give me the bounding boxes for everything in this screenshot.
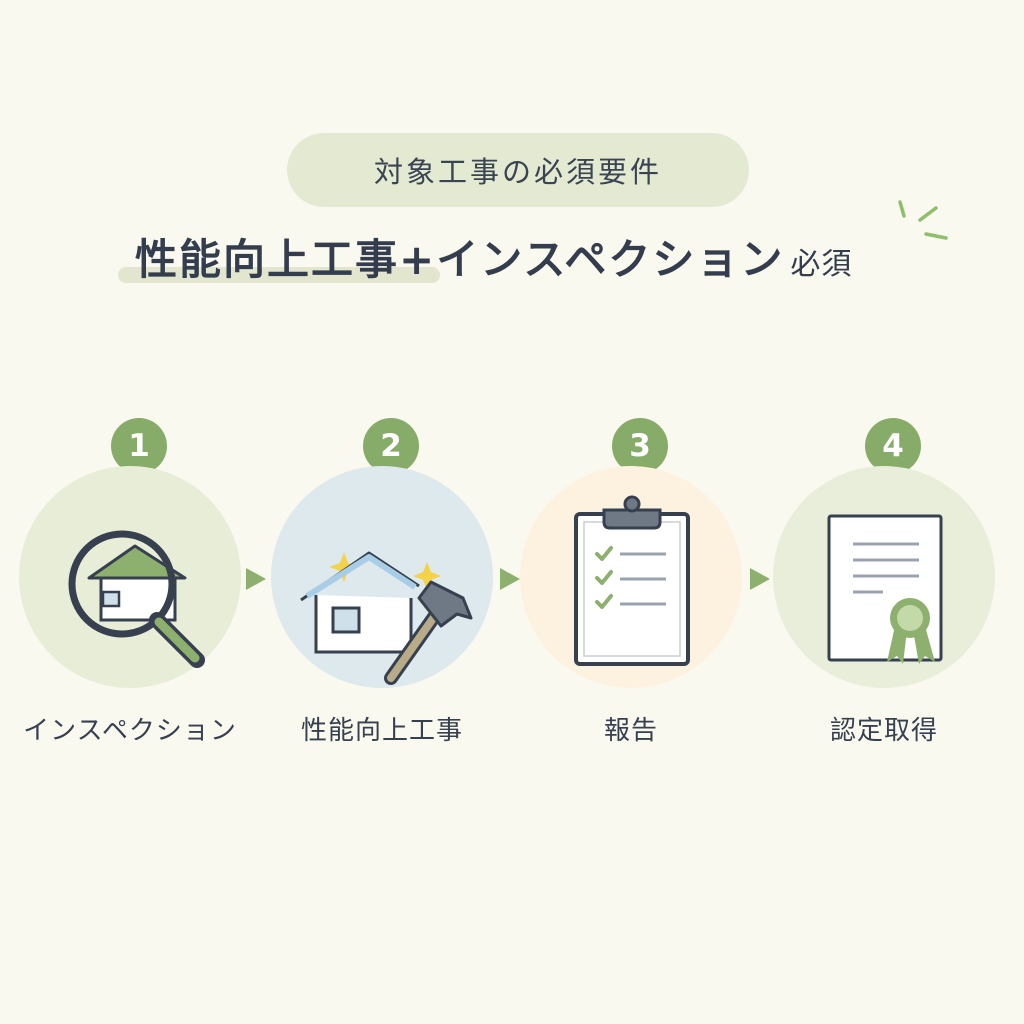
step-2: 2 性能向上工事 (271, 418, 511, 758)
step-label: インスペクション (23, 716, 237, 746)
headline-main-text: 性能向上工事+インスペクション (135, 235, 785, 284)
step-label: 報告 (603, 716, 658, 746)
step-icon-circle (19, 466, 241, 688)
headline-highlight (118, 267, 440, 283)
step-label: 性能向上工事 (300, 716, 463, 746)
step-1: 1 インスペクション (19, 418, 259, 758)
headline: 性能向上工事+インスペクション必須 (135, 226, 852, 287)
step-label: 認定取得 (829, 716, 938, 746)
house-hammer-icon (300, 551, 473, 685)
sparkle-accent-icon (898, 200, 948, 240)
arrow-right-icon (500, 568, 520, 590)
clipboard-checklist-icon (574, 495, 690, 666)
arrow-right-icon (750, 568, 770, 590)
magnifier-house-icon (68, 530, 205, 668)
pill-text: 対象工事の必須要件 (373, 155, 662, 189)
arrow-right-icon (246, 568, 266, 590)
step-number-badge: 1 (111, 418, 167, 474)
step-icon-circle (773, 466, 995, 688)
section-pill: 対象工事の必須要件 (287, 133, 749, 207)
step-icon-circle (271, 466, 493, 688)
certificate-icon (827, 514, 943, 664)
step-icon-circle (520, 466, 742, 688)
step-number-badge: 2 (363, 418, 419, 474)
headline-suffix-text: 必須 (790, 247, 853, 282)
step-number-badge: 4 (865, 418, 921, 474)
step-number-badge: 3 (612, 418, 668, 474)
step-4: 4 認定取得 (773, 418, 1013, 758)
step-3: 3 報告 (520, 418, 760, 758)
